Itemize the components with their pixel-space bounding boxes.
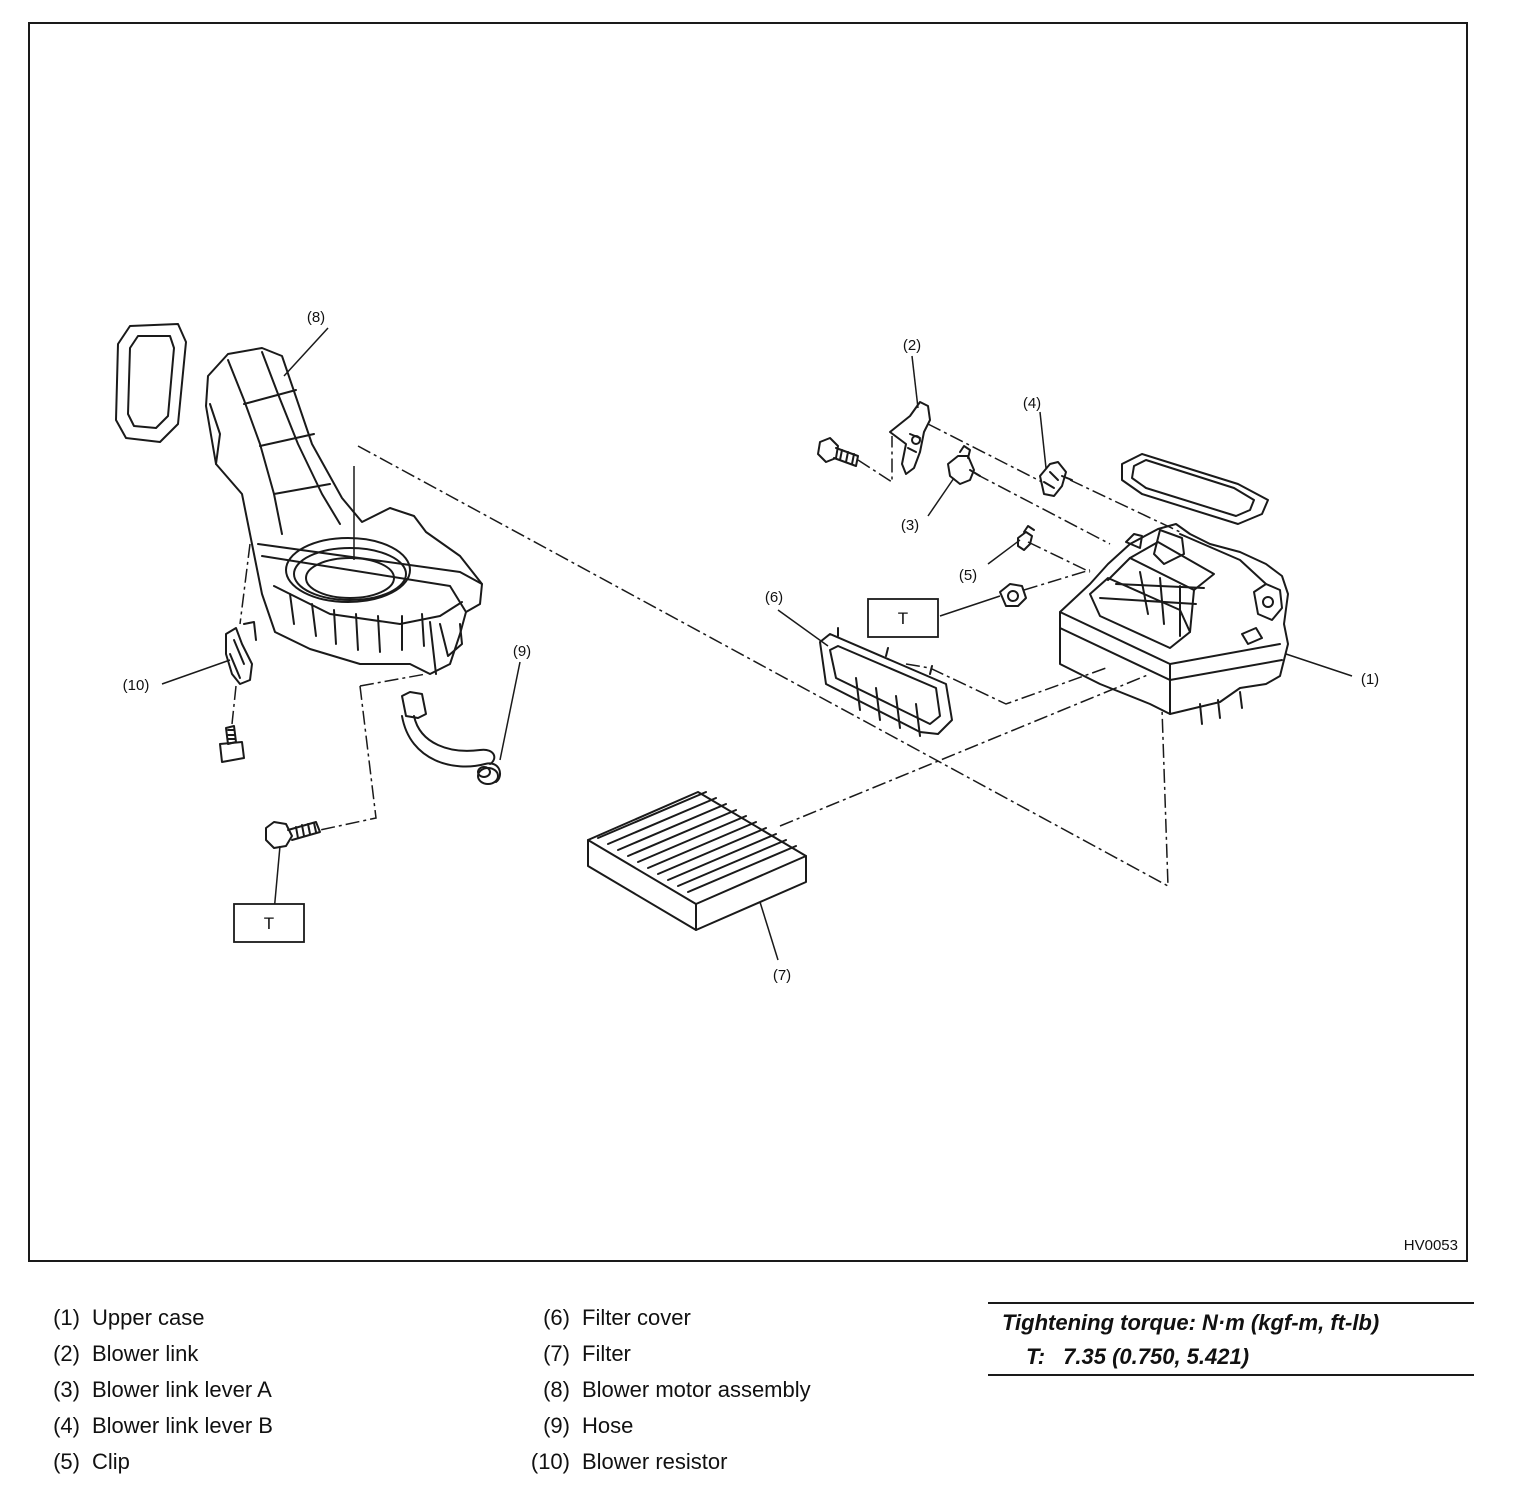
callout-7: (7) <box>773 967 791 984</box>
callout-2: (2) <box>903 337 921 354</box>
exploded-view-drawing: T T (1) (2) (3) (4) (5) (6) (7) (8) (9) … <box>115 309 1379 984</box>
assembly-line-link-screw <box>857 436 893 484</box>
torque-spec: Tightening torque: N·m (kgf-m, ft-lb) T:… <box>988 1302 1474 1376</box>
legend-row: (9) Hose <box>514 1413 934 1449</box>
legend-number: (10) <box>530 1449 570 1474</box>
assembly-line-hose <box>359 673 427 687</box>
legend-row: (1) Upper case <box>24 1305 444 1341</box>
blower-screw-part <box>265 821 321 849</box>
assembly-line-main <box>357 445 1169 888</box>
legend-number: (4) <box>53 1413 80 1438</box>
filter-part <box>587 791 807 931</box>
callout-10: (10) <box>123 677 150 694</box>
blower-resistor-part <box>225 621 257 685</box>
callout-1: (1) <box>1361 671 1379 688</box>
link-screw-part <box>817 437 859 467</box>
legend-row: (6) Filter cover <box>514 1305 934 1341</box>
assembly-line-resistor-screw <box>231 685 237 725</box>
assembly-line-nut <box>1023 569 1091 591</box>
clip-part <box>1017 525 1035 551</box>
torque-spec-symbol: T: <box>1026 1344 1046 1369</box>
upper-case-part <box>1059 523 1289 725</box>
callout-9: (9) <box>513 643 531 660</box>
legend-row: (4) Blower link lever B <box>24 1413 444 1449</box>
blower-link-lever-a-part <box>947 445 981 485</box>
legend-part-name: Blower link <box>92 1341 199 1366</box>
legend-row: (5) Clip <box>24 1449 444 1485</box>
legend-number: (9) <box>543 1413 570 1438</box>
torque-box-nut-label: T <box>898 609 908 628</box>
assembly-line-filter <box>779 673 1151 827</box>
torque-box-nut <box>867 598 939 638</box>
torque-box-screw-label: T <box>264 914 274 933</box>
upper-case-gasket-part <box>1121 453 1269 525</box>
callout-4: (4) <box>1023 395 1041 412</box>
torque-spec-value-row: T: 7.35 (0.750, 5.421) <box>1026 1344 1267 1370</box>
assembly-line-link <box>927 423 1043 483</box>
filter-cover-part <box>819 627 953 737</box>
legend-part-name: Blower motor assembly <box>582 1377 811 1402</box>
assembly-lines <box>231 423 1181 888</box>
legend-part-name: Filter cover <box>582 1305 691 1330</box>
blower-motor-assembly-part <box>205 347 483 675</box>
assembly-line-cover <box>905 663 1107 705</box>
legend-column-left: (1) Upper case (2) Blower link (3) Blowe… <box>24 1305 444 1485</box>
exploded-view-figure: T T (1) (2) (3) (4) (5) (6) (7) (8) (9) … <box>28 22 1468 1262</box>
legend-number: (8) <box>543 1377 570 1402</box>
legend-number: (2) <box>53 1341 80 1366</box>
legend-number: (6) <box>543 1305 570 1330</box>
legend-row: (3) Blower link lever A <box>24 1377 444 1413</box>
legend-row: (10) Blower resistor <box>514 1449 934 1485</box>
torque-spec-value: 7.35 (0.750, 5.421) <box>1063 1344 1250 1369</box>
assembly-line-screw <box>319 685 377 831</box>
callout-8: (8) <box>307 309 325 326</box>
legend-number: (7) <box>543 1341 570 1366</box>
legend-column-right: (6) Filter cover (7) Filter (8) Blower m… <box>514 1305 934 1485</box>
callout-3: (3) <box>901 517 919 534</box>
legend-part-name: Blower link lever B <box>92 1413 273 1438</box>
legend-number: (3) <box>53 1377 80 1402</box>
assembly-line-lever-b <box>1069 479 1181 533</box>
legend-part-name: Upper case <box>92 1305 205 1330</box>
legend-part-name: Blower link lever A <box>92 1377 272 1402</box>
gasket-part <box>115 323 187 443</box>
legend-row: (8) Blower motor assembly <box>514 1377 934 1413</box>
assembly-line-clip <box>1027 541 1091 573</box>
assembly-line-lever-a <box>975 473 1111 545</box>
legend-part-name: Blower resistor <box>582 1449 728 1474</box>
figure-id: HV0053 <box>1403 1237 1458 1254</box>
assembly-line-resistor <box>239 543 251 625</box>
torque-spec-title: Tightening torque: N·m (kgf-m, ft-lb) <box>1002 1310 1380 1335</box>
legend-row: (7) Filter <box>514 1341 934 1377</box>
legend-part-name: Hose <box>582 1413 634 1438</box>
legend-number: (1) <box>53 1305 80 1330</box>
legend-row: (2) Blower link <box>24 1341 444 1377</box>
legend-part-name: Filter <box>582 1341 631 1366</box>
nut-part <box>999 583 1027 607</box>
torque-box-screw <box>233 903 305 943</box>
blower-link-part <box>889 401 931 475</box>
resistor-screw-part <box>219 725 245 763</box>
hose-part <box>401 691 501 785</box>
callout-6: (6) <box>765 589 783 606</box>
callout-5: (5) <box>959 567 977 584</box>
legend-part-name: Clip <box>92 1449 130 1474</box>
leader-lines <box>161 327 1353 961</box>
legend-number: (5) <box>53 1449 80 1474</box>
blower-link-lever-b-part <box>1039 461 1073 497</box>
